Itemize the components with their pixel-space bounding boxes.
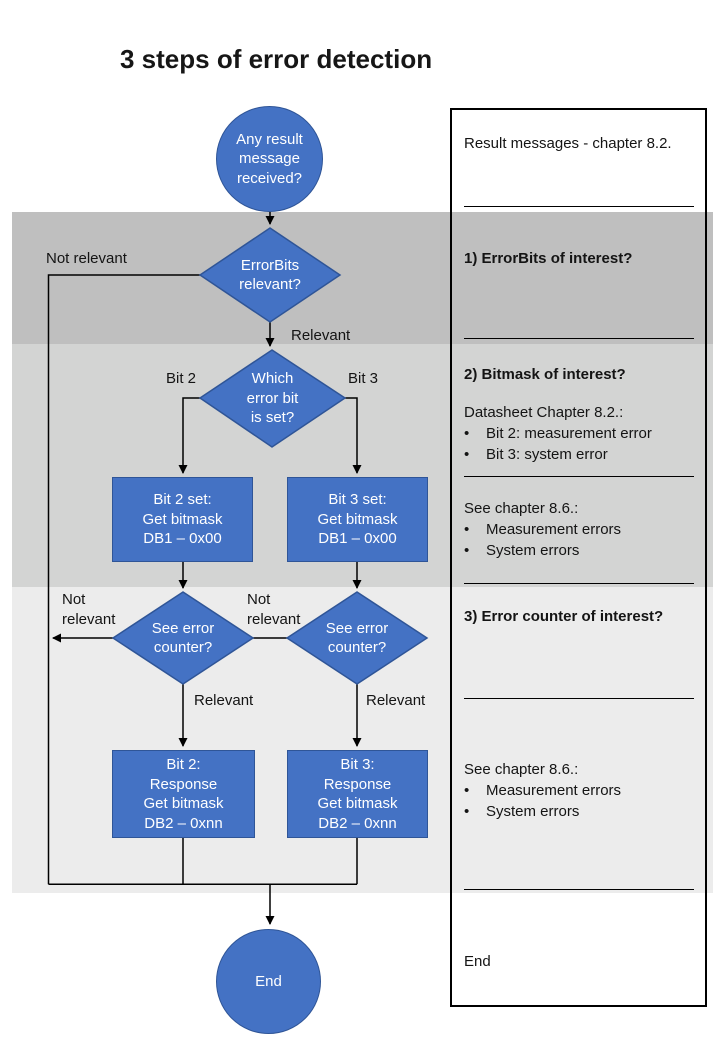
bit2-set-box: Bit 2 set: Get bitmask DB1 – 0x00: [112, 477, 253, 562]
panel-step2-heading: 2) Bitmask of interest?: [464, 366, 626, 383]
bullet-icon: •: [464, 425, 470, 443]
bullet-text: Bit 2: measurement error: [486, 425, 652, 443]
bullet-icon: •: [464, 782, 470, 800]
panel-separator-4: [464, 583, 694, 584]
label-not-relevant-mid: Not relevant: [247, 591, 301, 628]
decision-whichbit-shape: [198, 349, 347, 448]
end-node: End: [216, 929, 321, 1034]
panel-see-chapter-title: See chapter 8.6.:: [464, 500, 579, 517]
edge-whichbit-bit3: [344, 397, 362, 474]
panel-see-chapter-title: See chapter 8.6.:: [464, 761, 579, 778]
bullet-text: System errors: [486, 803, 580, 821]
label-relevant-left: Relevant: [194, 692, 254, 709]
decision-counter-left-shape: [111, 591, 255, 685]
panel-result-messages: Result messages - chapter 8.2.: [464, 135, 672, 152]
panel-separator-2: [464, 338, 694, 339]
list-item: • Bit 3: system error: [464, 445, 693, 464]
panel-separator-1: [464, 206, 694, 207]
decision-counter-left-label: See error counter?: [151, 619, 215, 657]
bullet-text: Measurement errors: [486, 782, 622, 800]
panel-separator-6: [464, 889, 694, 890]
panel-step1-heading: 1) ErrorBits of interest?: [464, 250, 633, 267]
panel-datasheet-title: Datasheet Chapter 8.2.:: [464, 404, 624, 421]
panel-see-chapter-block-1: See chapter 8.6.: • Measurement errors •…: [464, 499, 693, 561]
list-item: • Measurement errors: [464, 520, 693, 539]
bullet-text: Measurement errors: [486, 521, 622, 539]
decision-counter-right-shape: [285, 591, 429, 685]
list-item: • System errors: [464, 541, 693, 560]
panel-step3-heading: 3) Error counter of interest?: [464, 608, 664, 625]
bit2-response-box: Bit 2: Response Get bitmask DB2 – 0xnn: [112, 750, 255, 838]
bit3-response-box: Bit 3: Response Get bitmask DB2 – 0xnn: [287, 750, 428, 838]
bullet-icon: •: [464, 446, 470, 464]
bit3-set-box: Bit 3 set: Get bitmask DB1 – 0x00: [287, 477, 428, 562]
edge-whichbit-bit2: [178, 397, 200, 474]
start-node: Any result message received?: [216, 106, 323, 212]
label-bit3: Bit 3: [348, 370, 379, 387]
decision-errorbits-shape: [198, 227, 342, 323]
bullet-text: System errors: [486, 542, 580, 560]
decision-whichbit-label: Which error bit is set?: [246, 370, 299, 427]
decision-errorbits-label: ErrorBits relevant?: [239, 256, 301, 294]
bullet-text: Bit 3: system error: [486, 446, 608, 464]
label-relevant-right: Relevant: [366, 692, 426, 709]
panel-see-chapter-block-2: See chapter 8.6.: • Measurement errors •…: [464, 760, 693, 822]
edge-errorbits-notrelevant: [47, 274, 200, 885]
label-not-relevant-top: Not relevant: [46, 250, 127, 267]
bullet-icon: •: [464, 521, 470, 539]
list-item: • Bit 2: measurement error: [464, 424, 693, 443]
step1-band: [12, 212, 713, 344]
label-relevant-top: Relevant: [291, 327, 351, 344]
bullet-icon: •: [464, 542, 470, 560]
annotation-panel: Result messages - chapter 8.2. 1) ErrorB…: [450, 108, 707, 1007]
panel-separator-5: [464, 698, 694, 699]
panel-separator-3: [464, 476, 694, 477]
end-node-label: End: [255, 972, 282, 990]
bullet-icon: •: [464, 803, 470, 821]
label-bit2: Bit 2: [166, 370, 197, 387]
list-item: • Measurement errors: [464, 781, 693, 800]
list-item: • System errors: [464, 802, 693, 821]
panel-end-label: End: [464, 953, 491, 970]
decision-counter-right-label: See error counter?: [325, 619, 389, 657]
start-node-label: Any result message received?: [236, 130, 303, 187]
page-title: 3 steps of error detection: [120, 44, 433, 74]
label-not-relevant-left: Not relevant: [62, 591, 116, 628]
panel-datasheet-block: Datasheet Chapter 8.2.: • Bit 2: measure…: [464, 403, 693, 465]
